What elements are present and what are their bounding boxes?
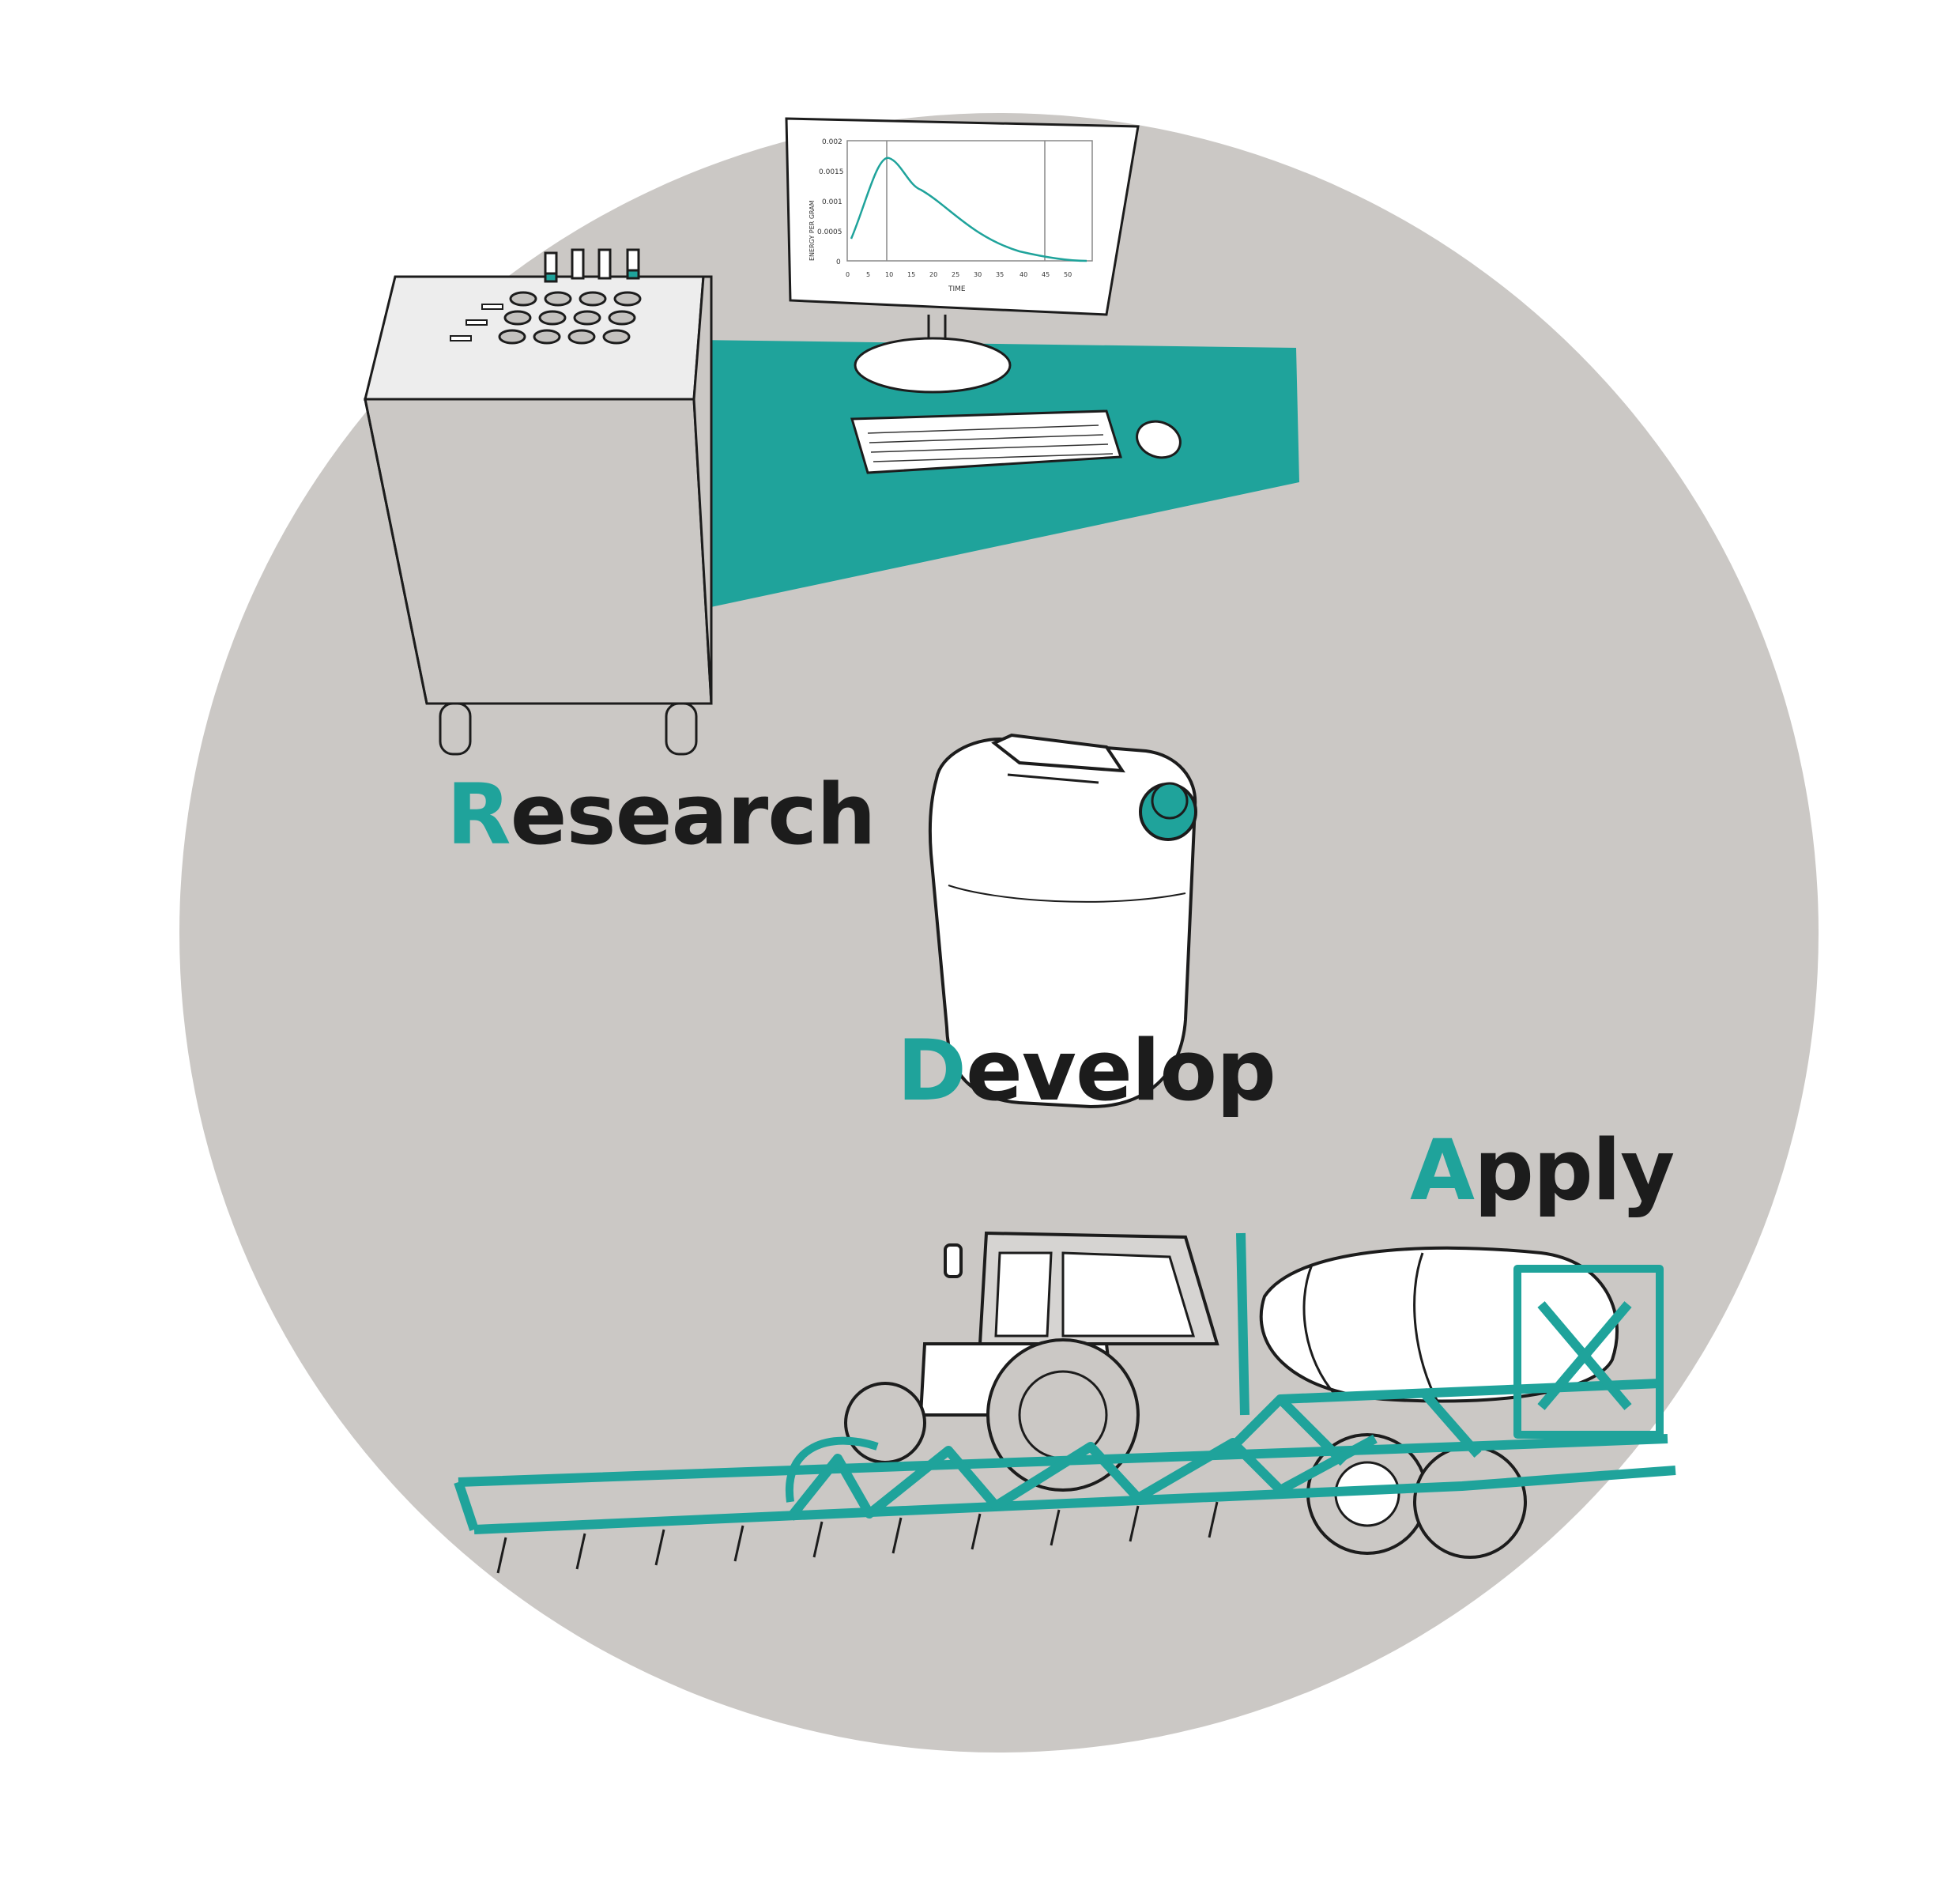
sample-vials	[544, 248, 640, 283]
y-tick: 0.002	[822, 138, 842, 146]
develop-initial: D	[897, 1022, 967, 1119]
sprayer-boom	[454, 1232, 1676, 1534]
y-tick: 0	[836, 258, 841, 266]
research-rest: esearch	[510, 766, 876, 863]
sample-wells	[498, 291, 642, 345]
apply-label: Apply	[1410, 1129, 1675, 1213]
energy-curve	[850, 157, 1087, 262]
monitor-chart-text: 0.002 0.0015 0.001 0.0005 0 ENERGY PER G…	[808, 138, 1072, 293]
svg-text:45: 45	[1042, 271, 1050, 278]
svg-text:10: 10	[885, 271, 893, 278]
svg-text:50: 50	[1064, 271, 1072, 278]
svg-text:20: 20	[929, 271, 937, 278]
monitor-chart	[846, 140, 1093, 262]
jerrycan-icon	[928, 733, 1197, 1109]
spray-nozzles	[496, 1501, 1219, 1574]
svg-text:15: 15	[907, 271, 915, 278]
develop-rest: evelop	[966, 1022, 1276, 1119]
svg-text:0: 0	[846, 271, 850, 278]
lab-desk-icon	[695, 340, 1299, 609]
mouse-icon	[1136, 420, 1182, 459]
svg-text:30: 30	[974, 271, 982, 278]
calorimeter-cabinet-icon	[364, 248, 713, 756]
y-tick: 0.0005	[817, 228, 842, 236]
chart-xlabel: TIME	[948, 285, 966, 293]
keyboard-icon	[850, 409, 1122, 474]
chart-ylabel: ENERGY PER GRAM	[808, 200, 816, 261]
x-ticks: 0 5 10 15 20 25 30 35 40 45 50	[846, 271, 1072, 278]
apply-initial: A	[1410, 1122, 1475, 1219]
svg-text:5: 5	[866, 271, 870, 278]
y-tick: 0.0015	[819, 168, 844, 176]
research-label: Research	[447, 773, 876, 857]
y-tick: 0.001	[822, 198, 842, 206]
research-initial: R	[447, 766, 511, 863]
computer-monitor-icon	[785, 117, 1140, 394]
control-slots	[450, 304, 503, 341]
svg-text:35: 35	[996, 271, 1004, 278]
svg-text:40: 40	[1020, 271, 1027, 278]
svg-text:25: 25	[952, 271, 959, 278]
develop-label: Develop	[897, 1029, 1276, 1113]
apply-rest: pply	[1474, 1122, 1675, 1219]
